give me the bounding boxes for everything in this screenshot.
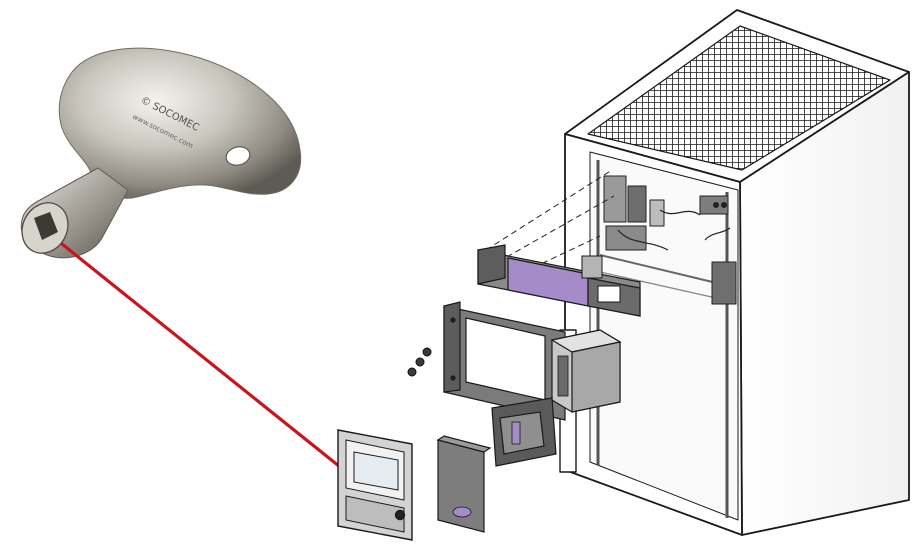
cabinet-top-vent — [587, 25, 891, 171]
door-panel — [337, 429, 413, 541]
socket-box — [550, 329, 622, 413]
mounting-frame — [443, 301, 566, 421]
front-cover-panel — [436, 435, 492, 533]
key-socket-square — [34, 212, 58, 240]
cover-logo-badge — [452, 506, 472, 518]
screws — [407, 347, 432, 377]
door-window — [353, 451, 399, 491]
cabinet-internal-components — [603, 175, 737, 305]
rail-module — [477, 244, 641, 317]
key-icon: © SOCOMEC www.socomec.com — [20, 47, 302, 259]
door-keyhole — [394, 509, 406, 521]
lower-bracket — [491, 397, 557, 467]
cabinet-icon — [559, 9, 910, 536]
key-hole — [225, 146, 251, 166]
